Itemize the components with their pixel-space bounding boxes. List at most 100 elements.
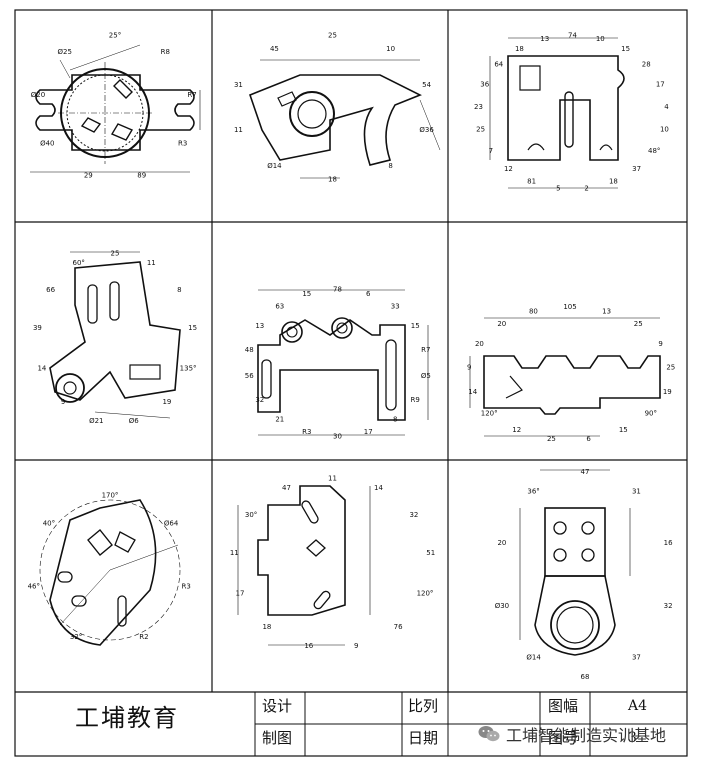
dimension-label: 36 — [480, 80, 489, 88]
dimension-label: 23 — [474, 103, 483, 111]
dimension-label: 25 — [634, 320, 643, 328]
dimension-label: 14 — [374, 484, 383, 492]
dimension-label: 170° — [102, 492, 119, 500]
dimension-label: 20 — [497, 320, 506, 328]
watermark-text: 工埔智能制造实训基地 — [506, 726, 667, 745]
panel-1-part — [30, 44, 201, 173]
dimension-label: 32 — [255, 396, 264, 404]
dimension-label: 135° — [180, 365, 197, 373]
dimension-label: 81 — [527, 178, 536, 186]
dimension-label: R7 — [187, 91, 196, 99]
dimension-label: 20 — [475, 340, 484, 348]
dimension-label: 25 — [666, 363, 675, 371]
dimension-label: 15 — [302, 290, 311, 298]
dimension-label: 36° — [527, 488, 539, 496]
dimension-label: Ø64 — [164, 520, 179, 528]
dimension-label: 9 — [354, 642, 358, 650]
company-name: 工埔教育 — [75, 704, 179, 732]
dimension-label: 18 — [515, 45, 524, 53]
dimension-label: R7 — [421, 346, 430, 354]
dimension-label: 7 — [489, 147, 493, 155]
dimension-label: 45 — [270, 45, 279, 53]
dimension-label: 17 — [656, 80, 665, 88]
dimension-label: 12 — [504, 165, 513, 173]
panel-9-part — [519, 469, 631, 656]
date-label: 日期 — [408, 729, 439, 747]
panel-8-part — [237, 485, 371, 646]
dimension-label: 25 — [476, 126, 485, 134]
dimension-labels: 25°R8R7R38929Ø40Ø20Ø25251054Ø36818Ø14113… — [28, 31, 676, 681]
format-label: 图幅 — [548, 697, 579, 715]
panel-6-part — [469, 317, 661, 437]
panel-7-part — [39, 499, 181, 646]
dimension-label: R3 — [182, 583, 191, 591]
dimension-label: 48° — [648, 147, 660, 155]
dimension-label: 10 — [660, 126, 669, 134]
dimension-label: 76 — [394, 623, 403, 631]
dimension-label: 90° — [645, 410, 657, 418]
sheet-label: 图号 — [548, 729, 579, 747]
sheet-frame — [14, 9, 688, 757]
design-label: 设计 — [262, 697, 293, 715]
panel-4-part — [49, 251, 181, 419]
dimension-label: 13 — [540, 35, 549, 43]
dimension-label: 28 — [642, 61, 651, 69]
dimension-label: 6 — [586, 435, 591, 443]
dimension-label: Ø36 — [419, 126, 434, 134]
dimension-label: Ø25 — [57, 48, 71, 56]
dimension-label: 29 — [84, 171, 93, 179]
dimension-label: 78 — [333, 285, 342, 293]
scale-label: 比列 — [408, 697, 439, 715]
dimension-label: R8 — [161, 48, 170, 56]
dimension-label: 25° — [109, 31, 121, 39]
dimension-label: 8 — [393, 415, 397, 423]
dimension-label: 30° — [245, 511, 257, 519]
dimension-label: 13 — [255, 322, 264, 330]
dimension-label: 14 — [37, 365, 46, 373]
dimension-label: 120° — [417, 590, 434, 598]
dimension-label: 19 — [663, 388, 672, 396]
dimension-label: R2 — [139, 633, 148, 641]
dimension-label: 11 — [328, 474, 337, 482]
dimension-label: 15 — [619, 426, 628, 434]
drafting-label: 制图 — [262, 729, 293, 747]
panel-5-part — [257, 289, 429, 436]
dimension-label: R9 — [411, 396, 420, 404]
dimension-label: Ø40 — [40, 140, 54, 148]
dimension-label: 33 — [391, 303, 400, 311]
dimension-label: 9 — [467, 363, 471, 371]
dimension-label: 89 — [137, 171, 146, 179]
dimension-label: 25 — [328, 31, 337, 39]
dimension-label: 20 — [497, 539, 506, 547]
dimension-label: 25 — [547, 435, 556, 443]
dimension-label: 32° — [70, 633, 82, 641]
dimension-label: 51 — [426, 549, 435, 557]
dimension-label: Ø14 — [267, 162, 282, 170]
dimension-label: 8 — [177, 286, 181, 294]
dimension-label: 56 — [245, 372, 254, 380]
dimension-label: 13 — [602, 307, 611, 315]
dimension-label: R3 — [178, 140, 187, 148]
dimension-label: 18 — [262, 623, 271, 631]
dimension-label: 18 — [609, 178, 618, 186]
dimension-label: 64 — [494, 61, 503, 69]
dimension-label: 12 — [512, 426, 521, 434]
dimension-label: 16 — [664, 539, 673, 547]
dimension-label: Ø21 — [89, 417, 103, 425]
dimension-label: 9 — [658, 340, 662, 348]
dimension-label: 32 — [409, 511, 418, 519]
dimension-label: 4 — [664, 103, 669, 111]
dimension-label: 74 — [568, 32, 577, 40]
dimension-label: 15 — [621, 45, 630, 53]
dimension-label: 60° — [72, 259, 84, 267]
dimension-label: Ø6 — [129, 417, 140, 425]
wechat-icon — [478, 726, 500, 742]
dimension-label: 19 — [162, 398, 171, 406]
dimension-label: 10 — [596, 35, 605, 43]
dimension-label: 105 — [563, 303, 576, 311]
dimension-label: 9 — [61, 398, 65, 406]
dimension-label: 2 — [584, 185, 588, 193]
dimension-label: 48 — [245, 346, 254, 354]
dimension-label: Ø5 — [421, 372, 431, 380]
